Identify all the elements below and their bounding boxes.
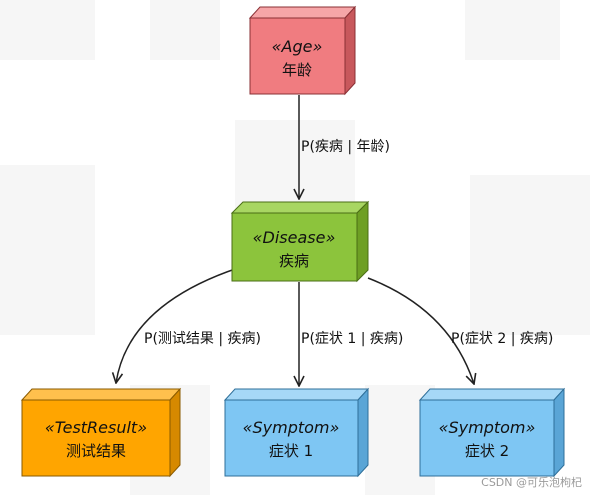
node-front-face [419, 399, 555, 477]
edge-disease-symptom2: P(症状 2 | 疾病) [367, 277, 553, 384]
node-symptom1: «Symptom» 症状 1 [223, 387, 370, 478]
node-top-face [230, 201, 370, 214]
edge-disease-testresult: P(测试结果 | 疾病) [116, 267, 261, 383]
edge-label-disease-symptom2: P(症状 2 | 疾病) [451, 331, 553, 347]
background-tile [0, 0, 95, 60]
node-stereotype: «Symptom» [243, 418, 340, 437]
node-front-face [224, 399, 359, 477]
edge-label-disease-testresult: P(测试结果 | 疾病) [144, 331, 261, 347]
background-tile [470, 175, 590, 335]
node-side-face [344, 5, 356, 96]
node-stereotype: «Symptom» [439, 418, 536, 437]
node-front-face [21, 399, 171, 477]
node-testresult: «TestResult» 测试结果 [20, 387, 182, 478]
node-name: 症状 1 [269, 442, 313, 460]
edge-age-disease: P(疾病 | 年龄) [299, 95, 390, 199]
background-tile [465, 0, 560, 60]
watermark: CSDN @可乐泡枸杞 [481, 476, 582, 489]
node-top-face [248, 6, 357, 19]
node-front-face [249, 17, 346, 95]
node-top-face [223, 388, 370, 401]
node-side-face [356, 200, 369, 283]
node-top-face [20, 388, 182, 401]
node-front-face [231, 212, 358, 282]
background-tile [0, 165, 95, 335]
edge-label-disease-symptom1: P(症状 1 | 疾病) [301, 331, 403, 347]
node-name: 疾病 [279, 252, 309, 270]
node-top-face [418, 388, 566, 401]
node-stereotype: «Disease» [253, 228, 336, 247]
edge-line [116, 267, 239, 383]
node-side-face [169, 387, 181, 478]
node-stereotype: «Age» [272, 37, 323, 56]
node-name: 症状 2 [465, 442, 509, 460]
node-symptom2: «Symptom» 症状 2 [418, 387, 566, 478]
node-name: 测试结果 [66, 442, 126, 460]
node-disease: «Disease» 疾病 [230, 200, 370, 283]
edge-line [367, 277, 474, 384]
node-side-face [553, 387, 565, 478]
node-age: «Age» 年龄 [248, 5, 357, 96]
edge-disease-symptom1: P(症状 1 | 疾病) [299, 282, 403, 386]
node-stereotype: «TestResult» [45, 418, 147, 437]
node-side-face [357, 387, 369, 478]
background-tile [150, 0, 220, 60]
edge-label-age-disease: P(疾病 | 年龄) [301, 139, 390, 155]
node-name: 年龄 [282, 61, 312, 79]
